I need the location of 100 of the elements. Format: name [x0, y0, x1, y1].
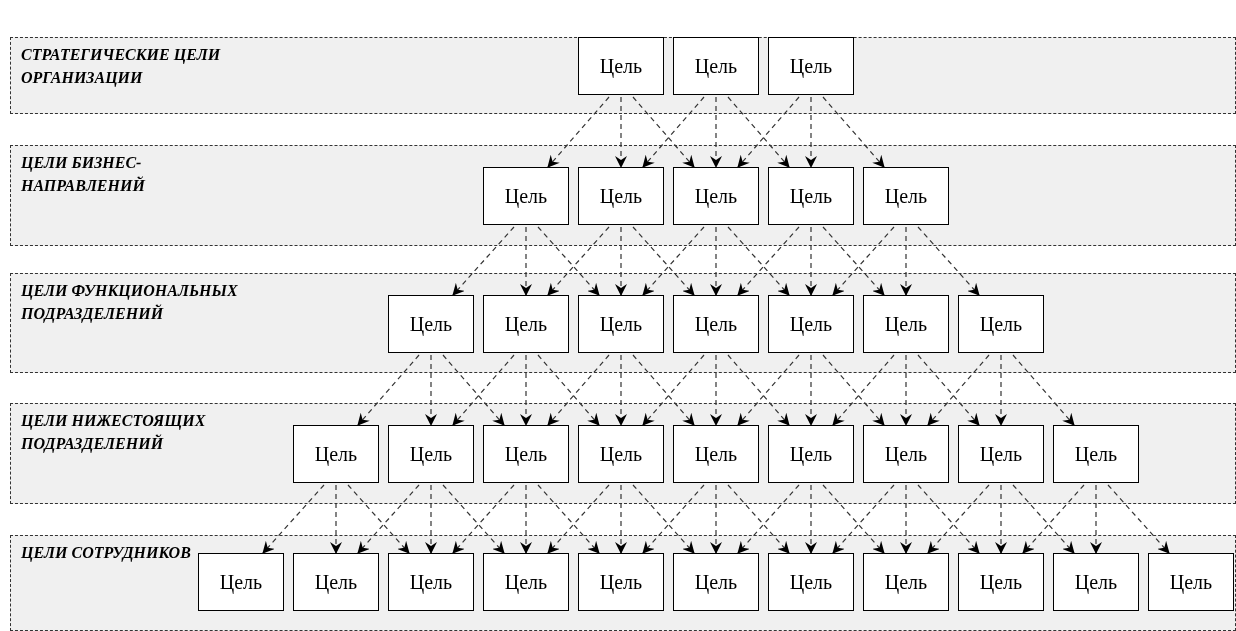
dashed-arrow: [737, 354, 800, 426]
dashed-arrow: [357, 484, 420, 554]
goal-label: Цель: [884, 184, 928, 208]
dashed-arrow: [537, 484, 600, 554]
dashed-arrow: [642, 226, 705, 296]
dashed-arrow: [710, 354, 722, 426]
dashed-arrow: [900, 484, 912, 554]
dashed-arrow: [805, 96, 817, 168]
goal-box: [198, 553, 284, 611]
goal-label: Цель: [789, 570, 833, 594]
dashed-arrow: [900, 354, 912, 426]
goal-label: Цель: [884, 442, 928, 466]
goal-box: [768, 425, 854, 483]
dashed-arrow: [642, 484, 705, 554]
level-band: [10, 535, 1236, 631]
goal-label: Цель: [694, 184, 738, 208]
dashed-arrow: [537, 354, 600, 426]
goal-box: [863, 167, 949, 225]
goal-box: [578, 295, 664, 353]
goal-label: Цель: [789, 442, 833, 466]
goal-box: [388, 553, 474, 611]
dashed-arrow: [1022, 484, 1085, 554]
goal-label: Цель: [1169, 570, 1213, 594]
goal-box: [768, 553, 854, 611]
dashed-arrow: [615, 96, 627, 168]
goal-box: [578, 553, 664, 611]
goal-box: [578, 425, 664, 483]
dashed-arrow: [1012, 354, 1075, 426]
dashed-arrow: [425, 484, 437, 554]
dashed-arrow: [737, 96, 800, 168]
goal-box: [1148, 553, 1234, 611]
goal-box: [388, 425, 474, 483]
dashed-arrow: [632, 354, 695, 426]
dashed-arrow: [357, 354, 420, 426]
goal-label: Цель: [884, 312, 928, 336]
dashed-arrow: [822, 484, 885, 554]
goal-label: Цель: [504, 184, 548, 208]
goal-label: Цель: [789, 184, 833, 208]
goal-box: [673, 295, 759, 353]
goal-label: Цель: [504, 570, 548, 594]
dashed-arrow: [452, 226, 515, 296]
goal-box: [958, 425, 1044, 483]
level-band: [10, 145, 1236, 246]
level-band: [10, 403, 1236, 504]
goal-label: Цель: [409, 312, 453, 336]
dashed-arrow: [347, 484, 410, 554]
dashed-arrow: [452, 354, 515, 426]
dashed-arrow: [710, 484, 722, 554]
dashed-arrow: [615, 484, 627, 554]
goal-box: [673, 37, 759, 95]
dashed-arrow: [737, 484, 800, 554]
dashed-arrow: [632, 96, 695, 168]
goal-box: [483, 553, 569, 611]
dashed-arrow: [632, 484, 695, 554]
level-heading: СТРАТЕГИЧЕСКИЕ ЦЕЛИ ОРГАНИЗАЦИИ: [21, 45, 222, 89]
dashed-arrow: [727, 96, 790, 168]
goal-label: Цель: [599, 54, 643, 78]
dashed-arrow: [727, 226, 790, 296]
dashed-arrow: [727, 484, 790, 554]
goal-box: [483, 295, 569, 353]
dashed-arrow: [710, 96, 722, 168]
dashed-arrow: [330, 484, 342, 554]
goal-box: [388, 295, 474, 353]
dashed-arrow: [547, 96, 610, 168]
goal-label: Цель: [599, 312, 643, 336]
dashed-arrow: [442, 484, 505, 554]
goal-label: Цель: [504, 442, 548, 466]
goal-label: Цель: [694, 54, 738, 78]
dashed-arrow: [917, 354, 980, 426]
level-heading: ЦЕЛИ БИЗНЕС-НАПРАВЛЕНИЙ: [21, 153, 147, 196]
dashed-arrow: [917, 226, 980, 296]
dashed-arrow: [632, 226, 695, 296]
goal-label: Цель: [599, 442, 643, 466]
level-heading: ЦЕЛИ СОТРУДНИКОВ: [21, 543, 191, 564]
goal-box: [768, 37, 854, 95]
dashed-arrow: [832, 226, 895, 296]
dashed-arrow: [832, 484, 895, 554]
dashed-arrow: [642, 354, 705, 426]
dashed-arrow: [642, 96, 705, 168]
dashed-arrow: [547, 354, 610, 426]
goal-label: Цель: [694, 312, 738, 336]
dashed-arrow: [995, 354, 1007, 426]
goal-box: [293, 425, 379, 483]
goal-label: Цель: [789, 54, 833, 78]
level-band: [10, 37, 1236, 114]
dashed-arrow: [1107, 484, 1170, 554]
goal-box: [958, 553, 1044, 611]
dashed-arrow: [520, 226, 532, 296]
goal-label: Цель: [409, 570, 453, 594]
dashed-arrow: [737, 226, 800, 296]
goal-label: Цель: [694, 442, 738, 466]
goal-label: Цель: [599, 184, 643, 208]
goal-label: Цель: [599, 570, 643, 594]
dashed-arrow: [927, 484, 990, 554]
dashed-arrow: [425, 354, 437, 426]
goal-label: Цель: [409, 442, 453, 466]
goal-label: Цель: [979, 570, 1023, 594]
dashed-arrow: [262, 484, 325, 554]
goal-box: [863, 553, 949, 611]
goal-box: [293, 553, 379, 611]
